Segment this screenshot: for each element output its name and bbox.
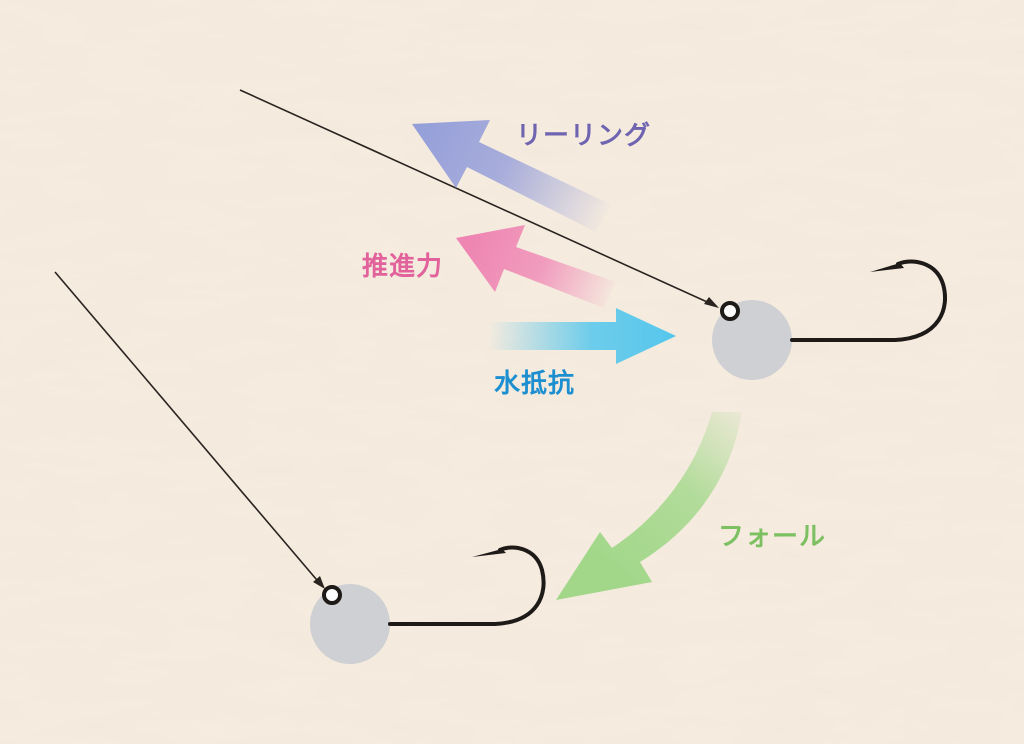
label-water-resistance: 水抵抗 [494,368,575,399]
lower-line-arrowhead [313,576,325,589]
lower-hook [388,545,546,626]
lower-jighead [54,271,546,664]
label-fall: フォール [718,522,826,552]
upper-line-arrowhead [704,297,719,308]
label-reeling: リーリング [516,121,651,151]
water-resistance-arrow [488,308,676,364]
reeling-arrow [412,120,612,232]
upper-hook [790,259,948,342]
lower-hook-barb [472,549,506,557]
fall-arrow [556,412,742,600]
lower-jighead-body [310,584,390,664]
upper-jighead [239,89,948,380]
propulsion-arrow [456,225,616,308]
lower-fishing-line [54,271,323,587]
label-propulsion: 推進力 [362,252,443,282]
upper-hook-barb [870,263,904,272]
lower-line-eye [322,585,342,605]
upper-line-eye [720,301,740,321]
upper-fishing-line [239,89,717,307]
